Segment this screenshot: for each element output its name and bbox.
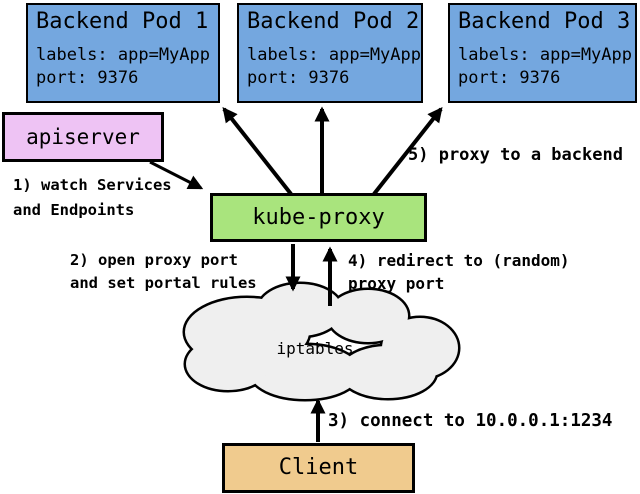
step-1-line-1: 1) watch Services [13, 176, 172, 194]
step-2-open-proxy-port-label: 2) open proxy port and set portal rules [70, 249, 257, 295]
backend-pod-1-box: Backend Pod 1 labels: app=MyApp port: 93… [26, 3, 220, 103]
backend-pod-1-labels: labels: app=MyApp [36, 45, 210, 65]
arrow-apiserver-to-kubeproxy [149, 160, 204, 190]
backend-pod-2-port: port: 9376 [247, 68, 350, 88]
arrow-kubeproxy-to-pod3 [372, 107, 443, 196]
step-1-watch-services-label: 1) watch Services and Endpoints [13, 173, 172, 223]
iptables-label: iptables [276, 339, 354, 358]
backend-pod-3-port: port: 9376 [458, 68, 561, 88]
backend-pod-3-labels: labels: app=MyApp [458, 45, 632, 65]
backend-pod-2-labels: labels: app=MyApp [247, 45, 421, 65]
step-2-line-2: and set portal rules [70, 274, 257, 292]
arrow-kubeproxy-to-pod1 [222, 107, 293, 196]
backend-pod-3-box: Backend Pod 3 labels: app=MyApp port: 93… [448, 3, 637, 103]
backend-pod-3-title: Backend Pod 3 [458, 9, 631, 34]
step-1-line-2: and Endpoints [13, 201, 135, 219]
step-4-line-2: proxy port [348, 274, 445, 293]
step-3-connect-label: 3) connect to 10.0.0.1:1234 [328, 411, 613, 431]
backend-pod-1-port: port: 9376 [36, 68, 139, 88]
backend-pod-2-title: Backend Pod 2 [247, 9, 420, 34]
client-box: Client [222, 443, 415, 493]
step-5-proxy-backend-label: 5) proxy to a backend [408, 145, 623, 165]
step-4-line-1: 4) redirect to (random) [348, 251, 570, 270]
backend-pod-2-box: Backend Pod 2 labels: app=MyApp port: 93… [237, 3, 423, 103]
step-4-redirect-label: 4) redirect to (random) proxy port [348, 249, 570, 295]
iptables-cloud-fill [185, 284, 458, 399]
step-2-line-1: 2) open proxy port [70, 251, 238, 269]
kube-proxy-box: kube-proxy [210, 193, 427, 242]
apiserver-box: apiserver [2, 112, 164, 162]
backend-pod-1-title: Backend Pod 1 [36, 9, 209, 34]
